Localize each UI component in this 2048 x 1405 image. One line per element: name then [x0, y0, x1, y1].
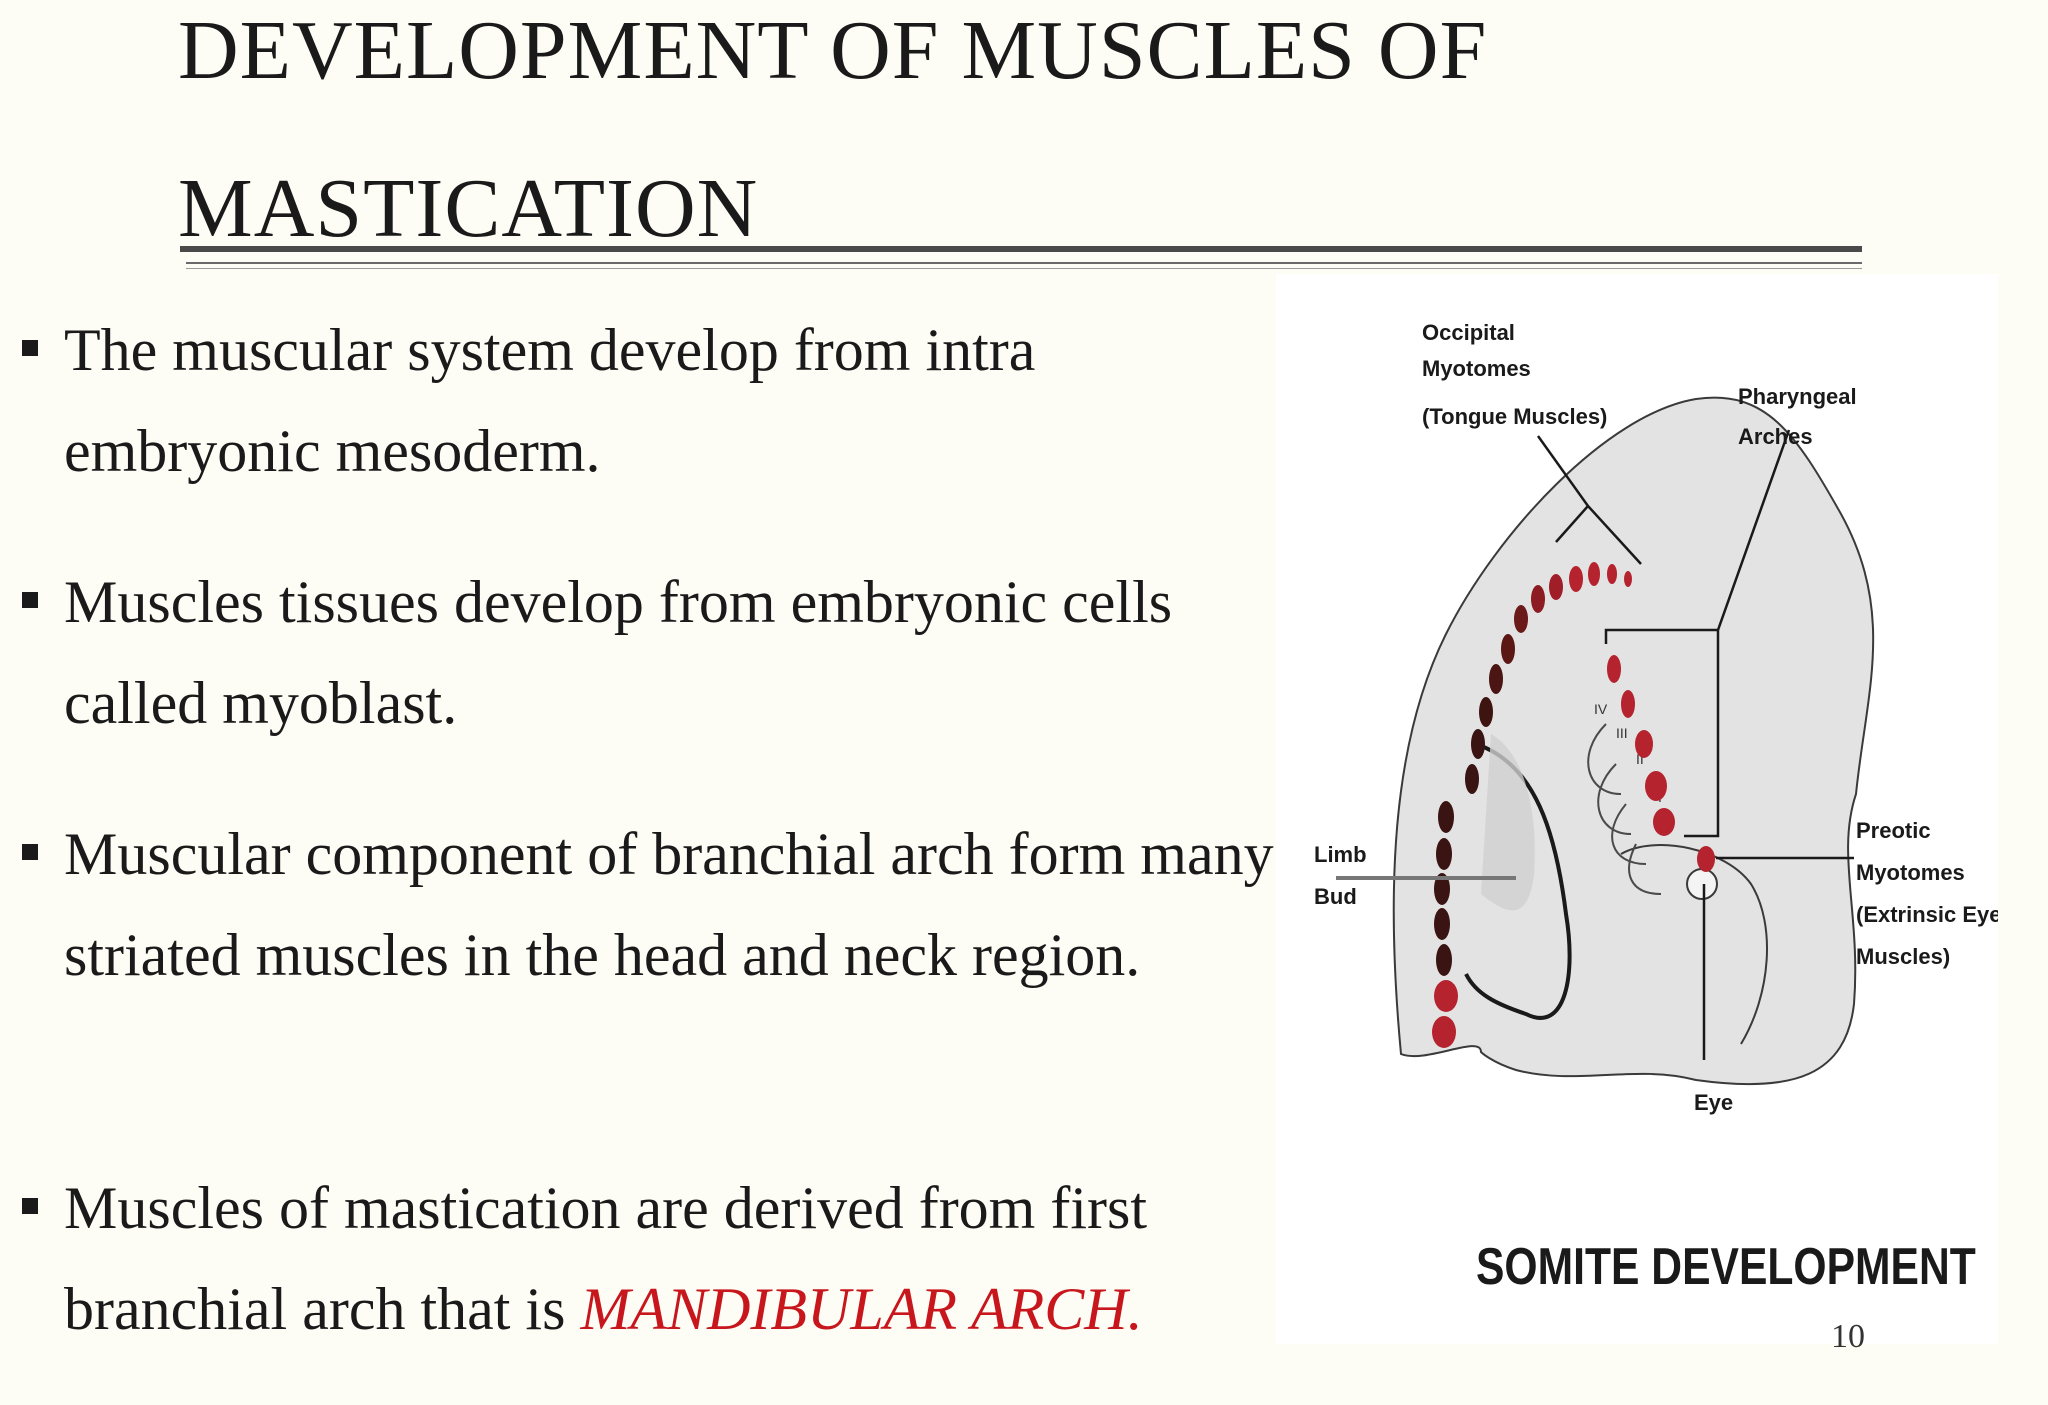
- pharyngeal-arch-curves: [1587, 723, 1662, 895]
- bullet-square-icon: [22, 592, 38, 608]
- somite: [1432, 1016, 1456, 1048]
- pharyngeal-label-1: Pharyngeal: [1738, 384, 1857, 409]
- somite: [1434, 980, 1458, 1012]
- somite: [1621, 690, 1635, 718]
- somite: [1588, 562, 1600, 586]
- pharyngeal-label-2: Arches: [1738, 424, 1813, 449]
- preotic-label-3: (Extrinsic Eye: [1856, 902, 1998, 927]
- somite: [1549, 574, 1563, 600]
- somite: [1436, 838, 1452, 870]
- preotic-label-4: Muscles): [1856, 944, 1950, 969]
- diagram-labels: Occipital Myotomes (Tongue Muscles) Phar…: [1314, 320, 1998, 1115]
- somite: [1501, 634, 1515, 664]
- somite: [1489, 664, 1503, 694]
- slide-number: 10: [1831, 1318, 1865, 1355]
- somite: [1438, 801, 1454, 833]
- figure-caption: SOMITE DEVELOPMENT: [1476, 1238, 1976, 1296]
- somite-development-figure: IV III II I: [1276, 274, 1998, 1344]
- title-underline-thin: [186, 262, 1862, 264]
- somite: [1436, 944, 1452, 976]
- bullet-text: The muscular system develop from intra e…: [64, 317, 1036, 484]
- occipital-leader: [1536, 435, 1642, 565]
- bullet-square-icon: [22, 1198, 38, 1214]
- somite: [1569, 566, 1583, 592]
- preotic-label-1: Preotic: [1856, 818, 1931, 843]
- somite: [1607, 655, 1621, 683]
- leader-lines: [1336, 429, 1854, 1060]
- occipital-label-3: (Tongue Muscles): [1422, 404, 1607, 429]
- embryo-outline: [1392, 396, 1875, 1086]
- somite: [1531, 585, 1545, 613]
- title-underline-thick: [180, 246, 1862, 252]
- slide-title-line-2: MASTICATION: [178, 162, 759, 255]
- somite-diagram: IV III II I: [1314, 320, 1998, 1296]
- somite: [1471, 729, 1485, 759]
- bullet-text: Muscles tissues develop from embryonic c…: [64, 569, 1173, 736]
- bullet-square-icon: [22, 340, 38, 356]
- arch-number-iii: III: [1616, 725, 1628, 741]
- arch-number-iv: IV: [1594, 701, 1608, 717]
- somite-series: [1432, 562, 1715, 1048]
- limb-bud-shading: [1481, 734, 1535, 911]
- bullet-text: Muscular component of branchial arch for…: [64, 821, 1274, 988]
- somite: [1653, 808, 1675, 836]
- slide-title: DEVELOPMENT OF MUSCLES OF MASTICATION: [178, 0, 1878, 288]
- somite: [1479, 697, 1493, 727]
- head-region: [1620, 844, 1769, 1045]
- somite: [1697, 846, 1715, 872]
- occipital-label-1: Occipital: [1422, 320, 1515, 345]
- somite: [1645, 771, 1667, 801]
- mandibular-arch-emphasis: MANDIBULAR ARCH.: [580, 1276, 1143, 1342]
- pharyngeal-leader: [1604, 429, 1791, 838]
- bullet-text-plain: Muscles of mastication are derived from …: [64, 1175, 1147, 1342]
- somite: [1434, 873, 1450, 905]
- bullet-square-icon: [22, 844, 38, 860]
- slide-title-line-1: DEVELOPMENT OF MUSCLES OF: [178, 4, 1488, 97]
- limb-bud-label-1: Limb: [1314, 842, 1367, 867]
- somite: [1465, 764, 1479, 794]
- somite: [1635, 730, 1653, 758]
- limb-bud: [1464, 742, 1572, 1020]
- eye-label: Eye: [1694, 1090, 1733, 1115]
- bullet-text: Muscles of mastication are derived from …: [64, 1158, 1284, 1360]
- title-underline-hairline: [186, 268, 1862, 269]
- somite: [1434, 908, 1450, 940]
- somite: [1607, 564, 1617, 584]
- somite: [1514, 605, 1528, 633]
- somite: [1624, 571, 1632, 587]
- occipital-label-2: Myotomes: [1422, 356, 1531, 381]
- limb-bud-label-2: Bud: [1314, 884, 1357, 909]
- preotic-label-2: Myotomes: [1856, 860, 1965, 885]
- eye-cup: [1686, 868, 1718, 900]
- arch-number-ii: II: [1636, 751, 1644, 767]
